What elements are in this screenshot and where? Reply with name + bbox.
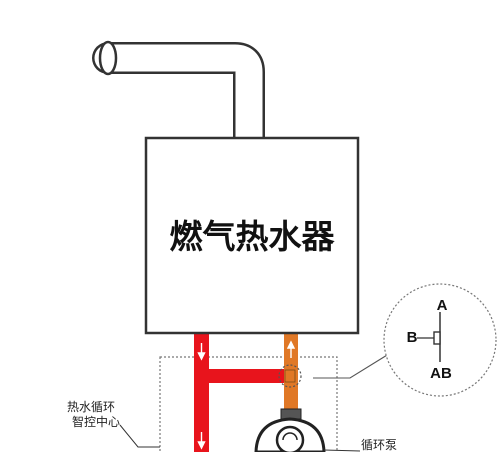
- valve-detail: A B AB: [383, 283, 497, 397]
- circulation-pump: [254, 408, 326, 452]
- water-heater-title: 燃气热水器: [170, 217, 336, 256]
- flow-arrow-up-icon: [286, 340, 296, 358]
- valve-junction-marker: [278, 364, 302, 388]
- control-center-label-line1: 热水循环: [67, 400, 115, 414]
- control-center-box: [159, 356, 338, 452]
- flow-arrow-down-icon-lower: [197, 432, 206, 450]
- valve-label-a: A: [437, 297, 448, 314]
- control-center-callout: 热水循环 智控中心: [67, 400, 160, 448]
- water-heater-body: [144, 136, 360, 335]
- valve-leader-line: [313, 351, 393, 379]
- valve-label-b: B: [407, 329, 418, 346]
- pump-callout: 循环泵: [323, 438, 397, 452]
- hot-water-pipe: [194, 333, 290, 452]
- pump-label: 循环泵: [361, 438, 397, 452]
- flow-arrow-down-icon: [197, 343, 206, 361]
- valve-label-ab: AB: [430, 365, 452, 382]
- control-center-label-line2: 智控中心: [72, 414, 120, 429]
- exhaust-flue: [92, 40, 265, 154]
